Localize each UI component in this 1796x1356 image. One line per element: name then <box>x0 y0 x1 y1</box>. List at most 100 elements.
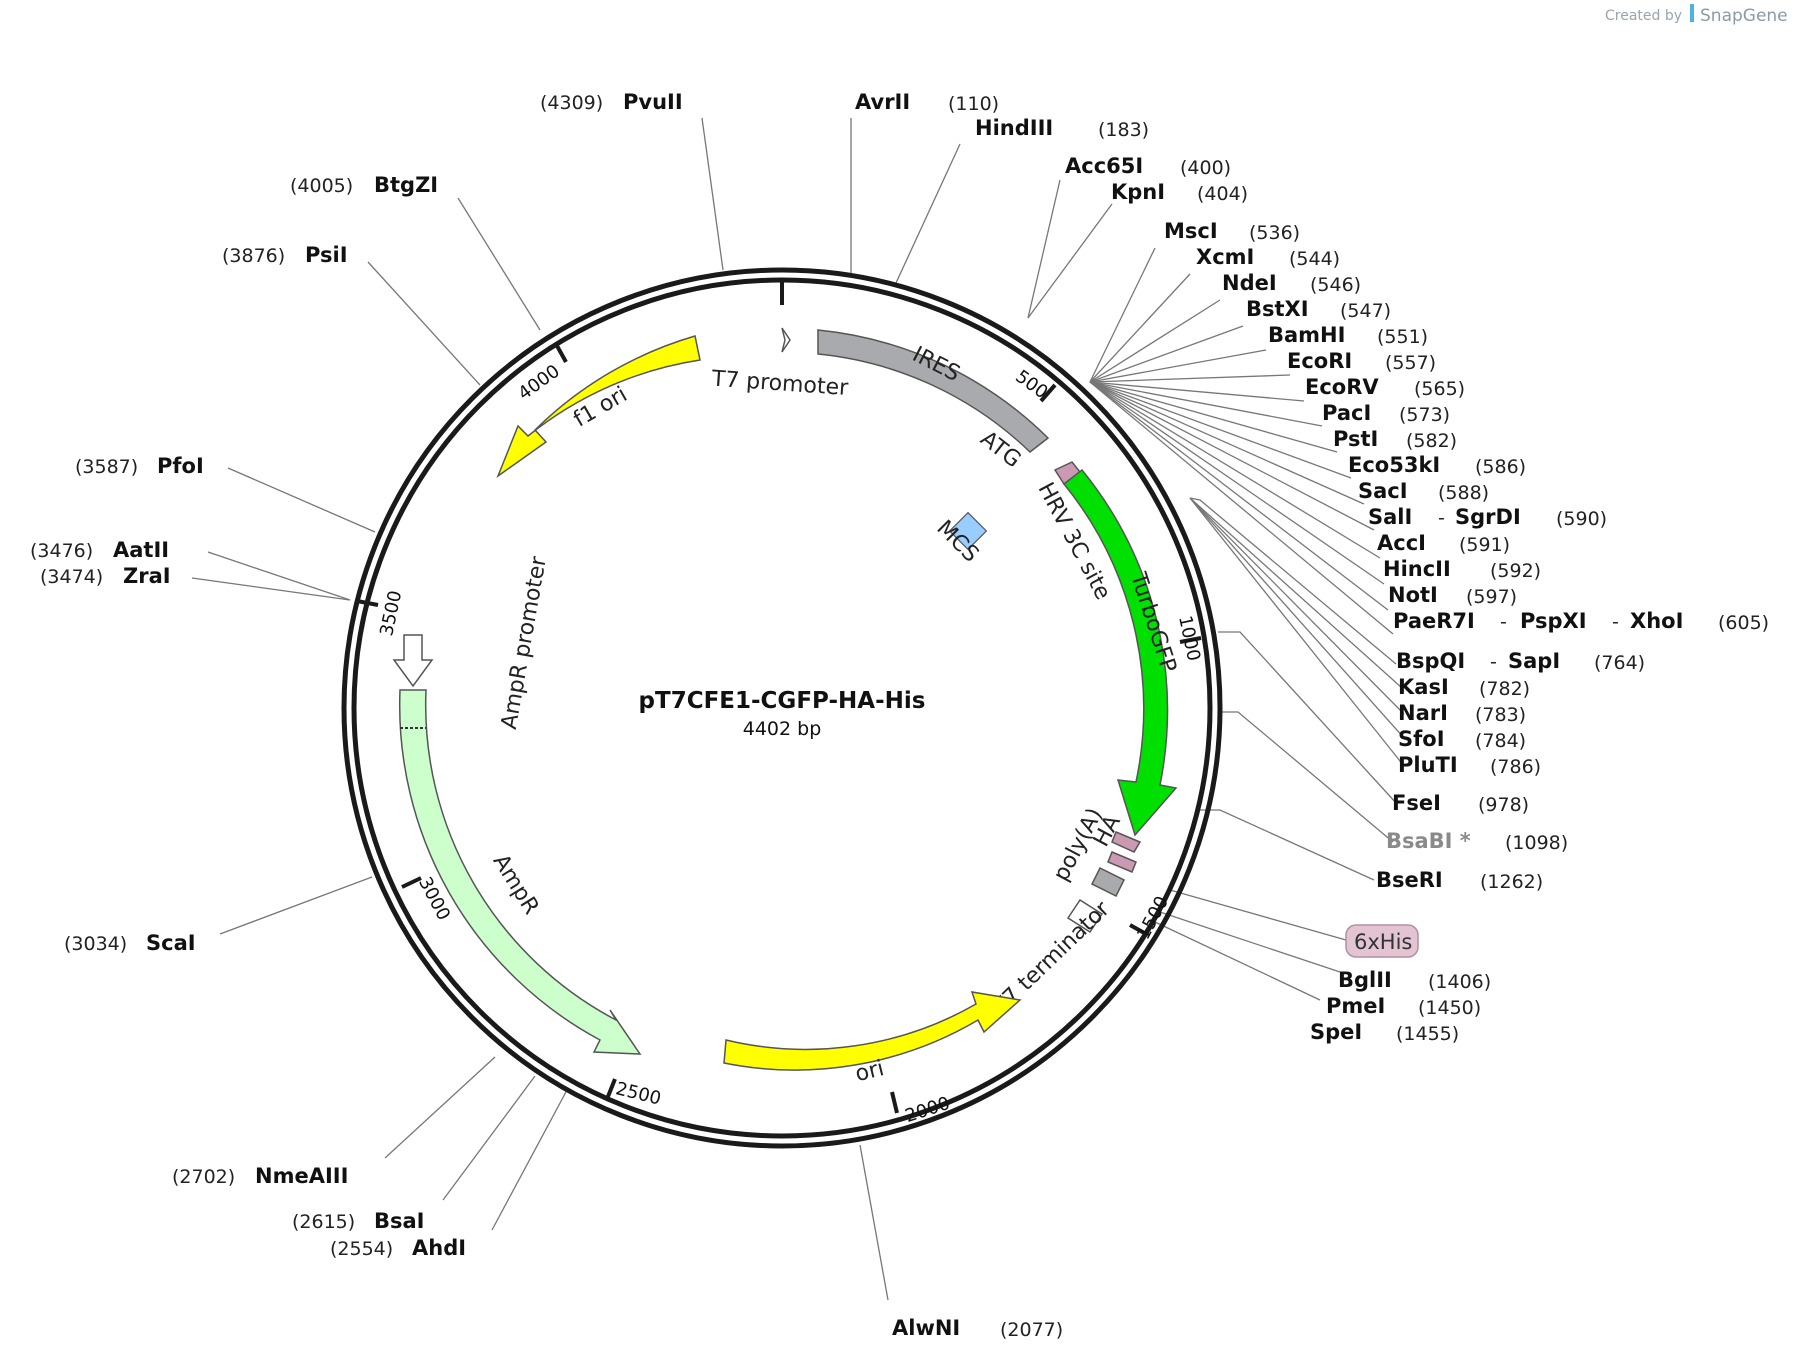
ori-label: ori <box>853 1056 887 1087</box>
site-hindiii-pos: (183) <box>1098 119 1149 141</box>
site-acci-pos: (591) <box>1459 534 1510 556</box>
site-spei-pos: (1455) <box>1396 1023 1459 1045</box>
site-bspqi[interactable]: BspQI <box>1396 649 1465 673</box>
site-beseri[interactable]: BseRI <box>1376 868 1443 892</box>
site-nari[interactable]: NarI <box>1398 701 1448 725</box>
site-bglii-pos: (1406) <box>1428 971 1491 993</box>
site-paer7i-separator-2: - <box>1612 611 1619 633</box>
site-msci-pos: (536) <box>1249 222 1300 244</box>
site-bstxi[interactable]: BstXI <box>1246 297 1309 321</box>
site-paer7i[interactable]: PaeR7I <box>1393 609 1475 633</box>
site-acci[interactable]: AccI <box>1377 531 1426 555</box>
ires-feature[interactable] <box>817 329 1050 453</box>
ha-feature[interactable] <box>1111 831 1142 853</box>
site-paci-pos: (573) <box>1399 404 1450 426</box>
tick-label-3500: 3500 <box>376 589 406 638</box>
site-acc65i-pos: (400) <box>1180 157 1231 179</box>
site-aatii-pos: (3476) <box>30 540 93 562</box>
site-avrii[interactable]: AvrII <box>855 90 910 114</box>
site-ecorv[interactable]: EcoRV <box>1305 375 1379 399</box>
site-pmei-pos: (1450) <box>1418 997 1481 1019</box>
turbogfp-feature[interactable] <box>1062 468 1178 837</box>
site-paer7i-pos: (605) <box>1718 612 1769 634</box>
f1-ori-feature[interactable] <box>496 335 701 479</box>
site-pspxi[interactable]: PspXI <box>1520 609 1587 633</box>
site-ndei[interactable]: NdeI <box>1222 271 1277 295</box>
his-tag-pill[interactable] <box>1345 924 1419 958</box>
site-pmei[interactable]: PmeI <box>1326 994 1385 1018</box>
site-msci[interactable]: MscI <box>1164 219 1218 243</box>
site-hindiii[interactable]: HindIII <box>975 116 1053 140</box>
polya-feature[interactable] <box>1090 866 1126 898</box>
site-sapi[interactable]: SapI <box>1508 649 1560 673</box>
site-bsai[interactable]: BsaI <box>374 1209 425 1233</box>
t7-promoter-arrow[interactable] <box>781 327 791 353</box>
site-xcmi[interactable]: XcmI <box>1196 245 1254 269</box>
site-paci[interactable]: PacI <box>1322 401 1371 425</box>
site-noti-pos: (597) <box>1466 586 1517 608</box>
ampr-feature[interactable] <box>398 689 642 1055</box>
site-saci-pos: (588) <box>1438 482 1489 504</box>
site-bsabi[interactable]: BsaBI * <box>1386 829 1471 853</box>
site-saci[interactable]: SacI <box>1358 479 1408 503</box>
site-pvuii[interactable]: PvuII <box>623 90 683 114</box>
site-acc65i[interactable]: Acc65I <box>1065 154 1143 178</box>
leader-lines <box>191 117 1405 1301</box>
site-scai[interactable]: ScaI <box>146 931 196 955</box>
site-ecorv-pos: (565) <box>1414 378 1465 400</box>
site-pfoi-pos: (3587) <box>75 456 138 478</box>
plasmid-name: pT7CFE1-CGFP-HA-His <box>639 688 926 714</box>
t7-terminator-feature[interactable] <box>1066 898 1104 934</box>
site-bglii-label[interactable]: BglII <box>1338 968 1392 992</box>
site-spei[interactable]: SpeI <box>1310 1020 1362 1044</box>
ampr-promoter-label: AmpR promoter <box>497 554 552 731</box>
site-alwni[interactable]: AlwNI <box>892 1316 960 1340</box>
site-nari-pos: (783) <box>1475 704 1526 726</box>
site-fsei-pos: (978) <box>1478 794 1529 816</box>
his-tag-feature[interactable] <box>1107 851 1137 873</box>
site-eco53ki-pos: (586) <box>1475 456 1526 478</box>
site-sali[interactable]: SalI <box>1368 505 1412 529</box>
site-zrai[interactable]: ZraI <box>123 564 171 588</box>
site-psii[interactable]: PsiI <box>305 243 348 267</box>
site-sfoi[interactable]: SfoI <box>1398 727 1445 751</box>
site-bsai-pos: (2615) <box>292 1211 355 1233</box>
site-noti[interactable]: NotI <box>1388 583 1438 607</box>
site-ecori[interactable]: EcoRI <box>1287 349 1352 373</box>
site-pluti[interactable]: PluTI <box>1398 753 1458 777</box>
site-pfoi[interactable]: PfoI <box>157 454 204 478</box>
site-sfoi-pos: (784) <box>1475 730 1526 752</box>
tick-marks <box>356 282 1202 1114</box>
site-ecori-pos: (557) <box>1385 352 1436 374</box>
snapgene-logo-icon <box>1690 4 1694 22</box>
site-hincii[interactable]: HincII <box>1383 557 1451 581</box>
site-aatii[interactable]: AatII <box>113 538 169 562</box>
site-nmeaiii[interactable]: NmeAIII <box>255 1164 348 1188</box>
site-sgrdi[interactable]: SgrDI <box>1455 505 1521 529</box>
site-nmeaiii-pos: (2702) <box>172 1166 235 1188</box>
site-labels: (4309) PvuII AvrII (110) HindIII (183) (… <box>30 90 1769 1341</box>
site-sali-separator: - <box>1438 507 1445 529</box>
backbone-outer-circle <box>341 267 1223 1149</box>
site-alwni-pos: (2077) <box>1000 1319 1063 1341</box>
ampr-promoter-arrow[interactable] <box>392 634 434 688</box>
site-fsei[interactable]: FseI <box>1392 791 1441 815</box>
site-btgzi-pos: (4005) <box>290 175 353 197</box>
site-zrai-pos: (3474) <box>40 566 103 588</box>
ori-feature[interactable] <box>723 991 1022 1071</box>
site-btgzi[interactable]: BtgZI <box>374 173 438 197</box>
site-bsabi-pos: (1098) <box>1505 832 1568 854</box>
site-ahdi[interactable]: AhdI <box>412 1236 466 1260</box>
site-kasi[interactable]: KasI <box>1398 675 1449 699</box>
mcs-feature[interactable] <box>948 511 988 551</box>
site-kasi-pos: (782) <box>1479 678 1530 700</box>
site-xhoi[interactable]: XhoI <box>1630 609 1683 633</box>
site-psti[interactable]: PstI <box>1333 427 1378 451</box>
ampr-label: AmpR <box>488 850 544 919</box>
site-psti-pos: (582) <box>1406 430 1457 452</box>
site-paer7i-separator-1: - <box>1500 611 1507 633</box>
site-eco53ki[interactable]: Eco53kI <box>1348 453 1440 477</box>
site-bamhi[interactable]: BamHI <box>1268 323 1345 347</box>
site-kpni[interactable]: KpnI <box>1111 180 1165 204</box>
